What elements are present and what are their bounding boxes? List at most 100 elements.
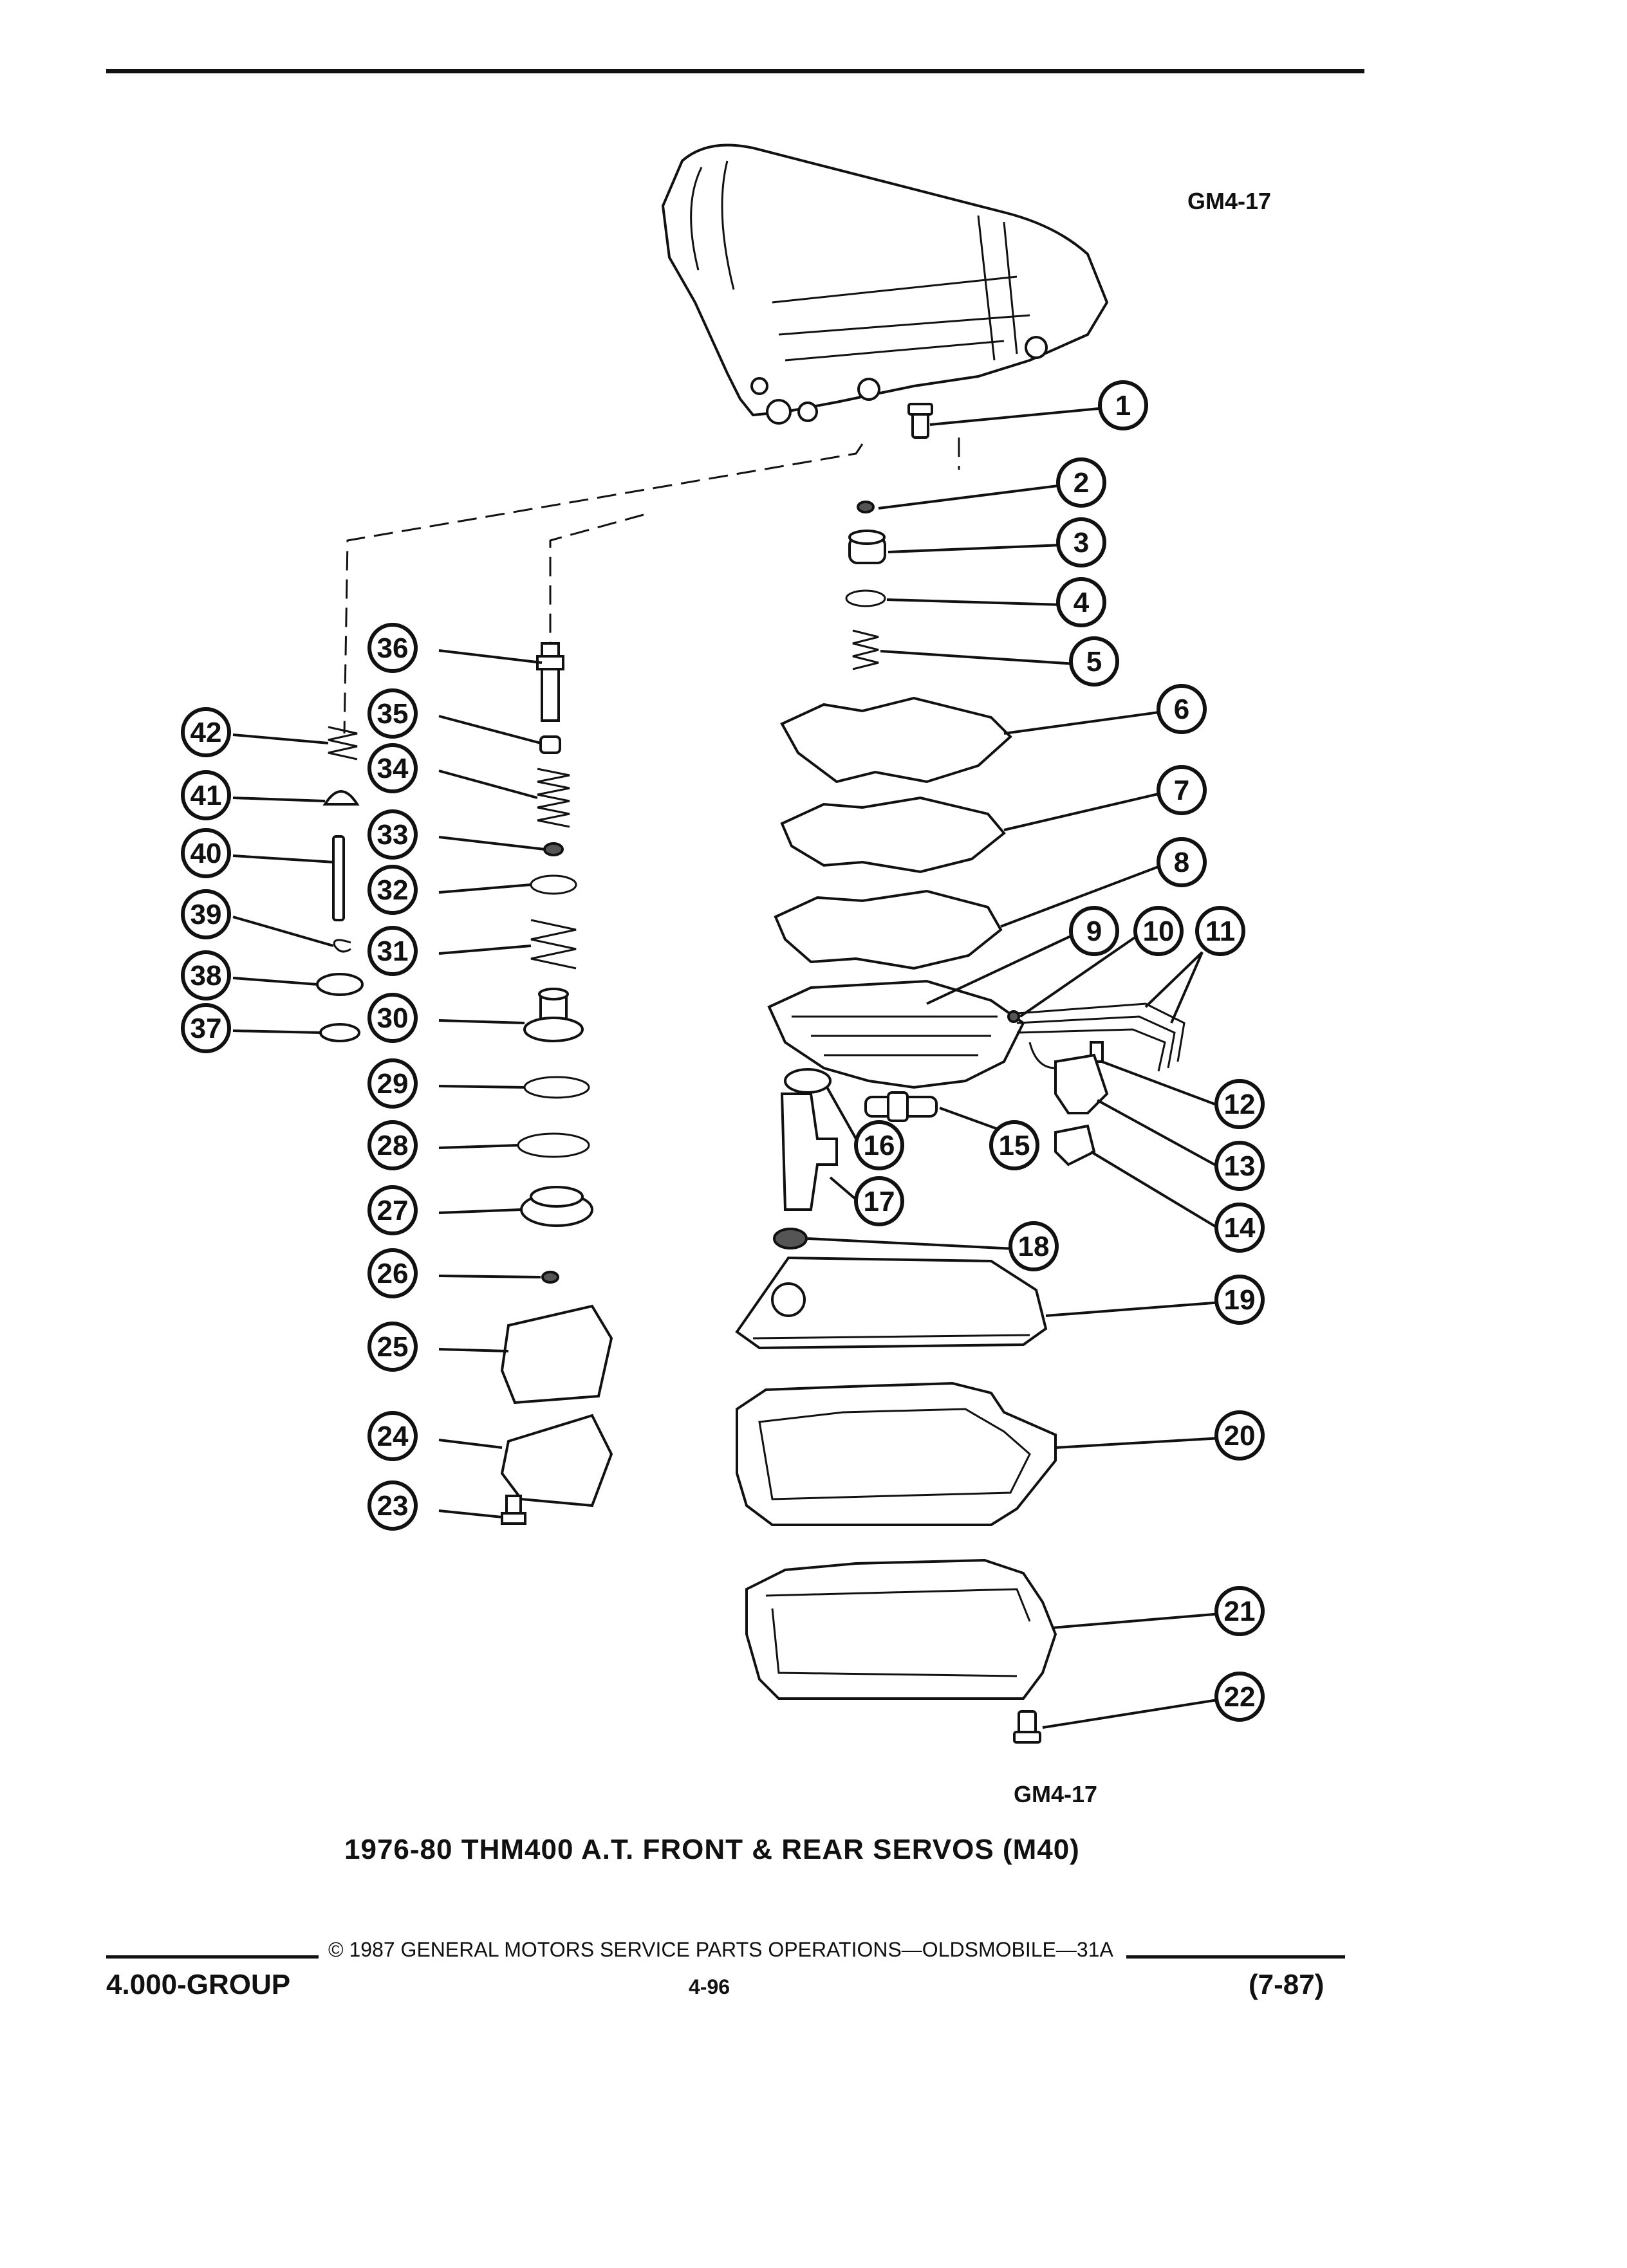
- callout-number: 38: [191, 960, 222, 991]
- callout-circle: [1098, 380, 1148, 430]
- callout-number: 7: [1174, 775, 1189, 806]
- callout-circle: [367, 1185, 418, 1235]
- callout-circle: [367, 1411, 418, 1461]
- callout-33: 33: [367, 809, 418, 860]
- part-29-snap-ring: [523, 1076, 590, 1099]
- part-38-piston: [316, 973, 364, 996]
- callout-circle: [181, 889, 231, 939]
- callout-circle: [181, 707, 231, 757]
- part-19-filter: [735, 1256, 1048, 1350]
- callout-circle: [1157, 684, 1207, 734]
- callout-number: 21: [1224, 1596, 1256, 1627]
- callout-number: 26: [377, 1258, 409, 1289]
- callout-number: 10: [1143, 916, 1175, 947]
- callout-14: 14: [1214, 1203, 1265, 1253]
- callout-26: 26: [367, 1248, 418, 1298]
- callout-circle: [367, 1120, 418, 1170]
- callout-4: 4: [1056, 577, 1106, 627]
- callout-circle: [1214, 1672, 1265, 1722]
- callout-number: 8: [1174, 847, 1189, 878]
- callout-25: 25: [367, 1322, 418, 1372]
- callout-circle: [1214, 1275, 1265, 1325]
- callout-22: 22: [1214, 1672, 1265, 1722]
- callout-number: 32: [377, 874, 409, 906]
- callout-number: 14: [1224, 1212, 1256, 1244]
- footer-page-number: 4-96: [689, 1975, 730, 1998]
- part-13-solenoid: [1054, 1053, 1109, 1114]
- part-33-washer: [543, 842, 564, 856]
- callout-number: 27: [377, 1195, 409, 1226]
- part-17-filter-tube: [780, 1093, 838, 1211]
- callout-circle: [1214, 1410, 1265, 1461]
- callout-number: 40: [191, 838, 222, 869]
- callout-number: 30: [377, 1002, 409, 1034]
- callout-number: 15: [999, 1130, 1030, 1161]
- callout-circle: [367, 926, 418, 976]
- callout-circle: [1069, 906, 1119, 956]
- figure-code-top: GM4-17: [1187, 188, 1272, 214]
- callout-circle: [367, 1248, 418, 1298]
- callout-number: 25: [377, 1331, 409, 1363]
- callout-number: 36: [377, 632, 409, 664]
- figure-code-bottom: GM4-17: [1014, 1781, 1098, 1807]
- alignment-line-front-servo: [549, 513, 644, 643]
- callout-number: 41: [191, 780, 222, 811]
- callout-7: 7: [1157, 765, 1207, 815]
- part-9-valve-body: [767, 979, 1025, 1089]
- callout-number: 6: [1174, 694, 1189, 725]
- callout-17: 17: [854, 1176, 904, 1226]
- callout-circle: [367, 865, 418, 915]
- part-32-ring: [530, 874, 577, 895]
- callout-8: 8: [1157, 837, 1207, 887]
- callout-18: 18: [1009, 1221, 1059, 1271]
- part-34-spring: [537, 768, 570, 828]
- callout-number: 17: [864, 1186, 895, 1217]
- callout-40: 40: [181, 828, 231, 878]
- callout-42: 42: [181, 707, 231, 757]
- part-27-cover: [520, 1186, 593, 1227]
- callout-circle: [367, 1480, 418, 1531]
- callout-circle: [181, 828, 231, 878]
- callout-circle: [1056, 517, 1106, 567]
- callout-circle: [1009, 1221, 1059, 1271]
- part-31-spring: [530, 919, 577, 970]
- part-1-bolt: [907, 403, 933, 439]
- callout-31: 31: [367, 926, 418, 976]
- leader-lines: [232, 407, 1223, 1729]
- callout-number: 1: [1115, 390, 1131, 421]
- callout-circle: [367, 743, 418, 793]
- callout-circle: [367, 809, 418, 860]
- footer-copyright: © 1987 GENERAL MOTORS SERVICE PARTS OPER…: [328, 1938, 1113, 1961]
- part-41-cup: [322, 790, 360, 806]
- callout-number: 42: [191, 717, 222, 748]
- figure-caption: 1976-80 THM400 A.T. FRONT & REAR SERVOS …: [344, 1834, 1080, 1865]
- callout-37: 37: [181, 1003, 231, 1053]
- callout-circle: [367, 993, 418, 1043]
- callout-36: 36: [367, 623, 418, 673]
- part-11-tubes: [1016, 1002, 1185, 1072]
- callout-circle: [1157, 765, 1207, 815]
- footer-rule-right: [1126, 1955, 1345, 1959]
- part-7-gasket: [780, 796, 1006, 874]
- callout-32: 32: [367, 865, 418, 915]
- part-25-gasket: [500, 1304, 613, 1405]
- alignment-line-rear-servo: [343, 443, 864, 734]
- part-28-oil-ring: [517, 1132, 590, 1158]
- callout-circle: [1056, 457, 1106, 508]
- callout-6: 6: [1157, 684, 1207, 734]
- part-2-washer: [857, 501, 875, 513]
- part-39-clip: [333, 939, 351, 953]
- callout-5: 5: [1069, 636, 1119, 687]
- callout-circle: [367, 1058, 418, 1109]
- callout-11: 11: [1195, 906, 1245, 956]
- callout-number: 37: [191, 1013, 222, 1044]
- callout-number: 23: [377, 1490, 409, 1522]
- callout-38: 38: [181, 950, 231, 1000]
- callout-24: 24: [367, 1411, 418, 1461]
- callout-number: 18: [1018, 1231, 1050, 1262]
- part-24-cover: [500, 1414, 613, 1507]
- callout-circle: [181, 770, 231, 820]
- callout-number: 20: [1224, 1420, 1256, 1452]
- callout-23: 23: [367, 1480, 418, 1531]
